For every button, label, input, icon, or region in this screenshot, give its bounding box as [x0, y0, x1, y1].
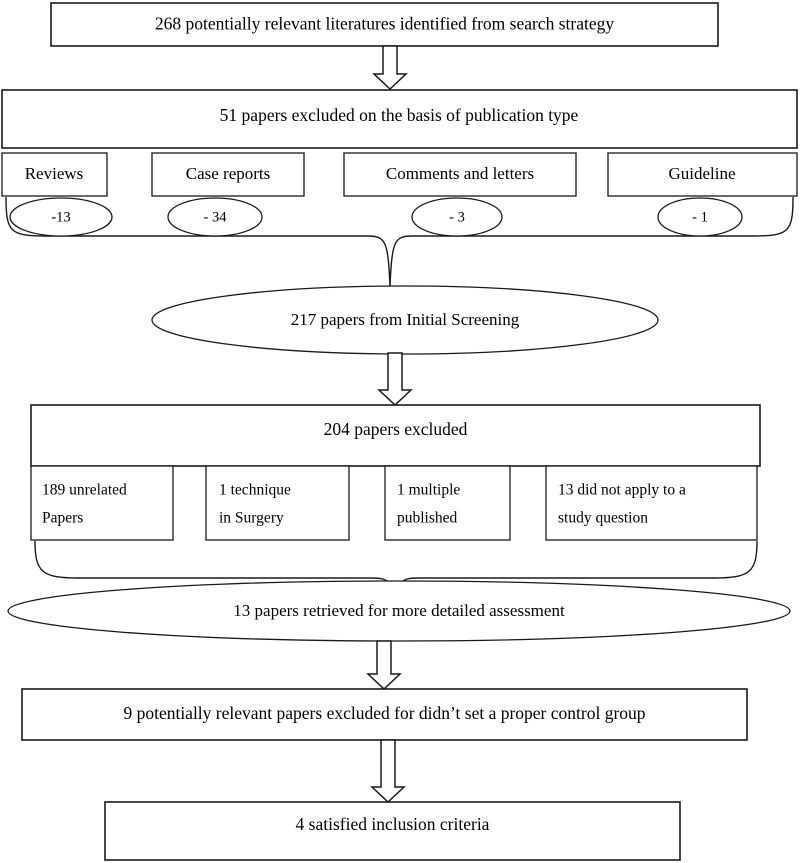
block-arrow-down-icon — [372, 45, 408, 91]
block-arrow-down-icon — [366, 640, 402, 691]
publication-type-reason-2: Case reports - 34 — [151, 152, 305, 237]
reason-label-reviews: Reviews — [25, 164, 84, 183]
node-included: 4 satisfied inclusion criteria — [104, 801, 681, 861]
reason-box-case-reports — [151, 152, 305, 197]
publication-type-reason-1: Reviews -13 — [1, 152, 113, 237]
node-excluded-publication-type: 51 papers excluded on the basis of publi… — [1, 89, 798, 149]
brace-right-arm — [389, 196, 794, 287]
reason-line2-study-question: study question — [558, 510, 648, 527]
arrow-control-group-to-included — [370, 739, 406, 804]
excluded-publication-type-label: 51 papers excluded on the basis of publi… — [220, 105, 579, 125]
reason-label-guideline: Guideline — [668, 164, 735, 183]
reason-count-ellipse-comments-letters — [411, 197, 503, 237]
excluded-204-reason-4: 13 did not apply to a study question — [545, 465, 758, 541]
identified-label: 268 potentially relevant literatures ide… — [155, 14, 614, 34]
excluded-204-reason-1: 189 unrelated Papers — [30, 465, 174, 541]
retrieved-ellipse — [7, 580, 791, 642]
reason-box-comments-letters — [343, 152, 577, 197]
publication-type-reason-4: Guideline - 1 — [607, 152, 798, 237]
reason-box-technique-surgery — [205, 465, 350, 541]
included-label: 4 satisfied inclusion criteria — [296, 814, 490, 834]
reason-count-ellipse-reviews — [9, 197, 113, 237]
reason-box-unrelated-papers — [30, 465, 174, 541]
reason-line2-multiple-published: published — [397, 510, 458, 527]
block-arrow-down-icon — [377, 352, 413, 407]
initial-screening-ellipse — [151, 285, 659, 355]
reason-count-ellipse-case-reports — [167, 197, 263, 237]
arrow-screening-to-excluded204 — [377, 352, 413, 407]
included-box — [104, 801, 681, 861]
publication-type-reason-3: Comments and letters - 3 — [343, 152, 577, 237]
excluded-204-label: 204 papers excluded — [324, 419, 468, 439]
excluded-204-box — [30, 404, 761, 467]
reason-line2-technique-surgery: in Surgery — [219, 510, 284, 527]
node-excluded-204: 204 papers excluded — [30, 404, 761, 467]
reason-label-comments-letters: Comments and letters — [386, 164, 534, 183]
arrow-retrieved-to-control-group — [366, 640, 402, 691]
excluded-204-reason-3: 1 multiple published — [384, 465, 511, 541]
node-initial-screening: 217 papers from Initial Screening — [151, 285, 659, 355]
reason-box-multiple-published — [384, 465, 511, 541]
retrieved-label: 13 papers retrieved for more detailed as… — [233, 601, 565, 620]
reason-box-reviews — [1, 152, 108, 197]
node-excluded-control-group: 9 potentially relevant papers excluded f… — [21, 688, 748, 741]
reason-label-case-reports: Case reports — [186, 164, 271, 183]
excluded-control-group-label: 9 potentially relevant papers excluded f… — [123, 703, 645, 723]
reason-count-ellipse-guideline — [657, 197, 743, 237]
reason-line1-multiple-published: 1 multiple — [397, 482, 460, 499]
node-retrieved: 13 papers retrieved for more detailed as… — [7, 580, 791, 642]
reason-count-comments-letters: - 3 — [449, 209, 465, 225]
initial-screening-label: 217 papers from Initial Screening — [291, 310, 520, 329]
reason-count-reviews: -13 — [51, 209, 70, 225]
reason-line1-technique-surgery: 1 technique — [219, 482, 291, 499]
block-arrow-down-icon — [370, 739, 406, 804]
node-identified: 268 potentially relevant literatures ide… — [50, 2, 719, 47]
reason-line2-unrelated-papers: Papers — [42, 510, 83, 527]
reason-line1-study-question: 13 did not apply to a — [558, 482, 686, 499]
excluded-control-group-box — [21, 688, 748, 741]
identified-box — [50, 2, 719, 47]
excluded-204-reason-2: 1 technique in Surgery — [205, 465, 350, 541]
reason-line1-unrelated-papers: 189 unrelated — [42, 482, 127, 499]
arrow-identified-to-excluded51 — [372, 45, 408, 91]
reason-count-case-reports: - 34 — [204, 209, 228, 225]
reason-box-guideline — [607, 152, 798, 197]
excluded-publication-type-box — [1, 89, 798, 149]
reason-box-study-question — [545, 465, 758, 541]
reason-count-guideline: - 1 — [692, 209, 708, 225]
